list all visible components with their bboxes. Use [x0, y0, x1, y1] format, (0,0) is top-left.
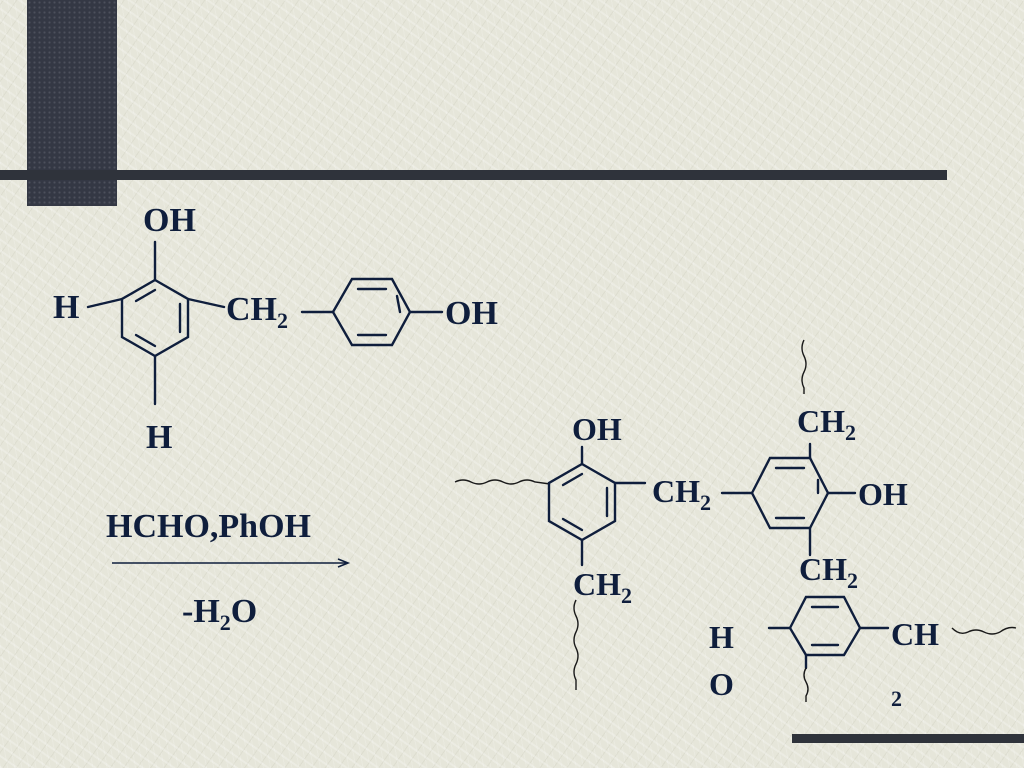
product-ch-top: CH2 — [797, 403, 856, 445]
reactant-oh-top: OH — [143, 202, 196, 239]
product-ring-bottom — [767, 595, 1017, 702]
product-ch-lower-right: CH2 — [799, 551, 858, 593]
reaction-arrow — [112, 558, 351, 568]
reactant-h-bottom: H — [146, 419, 172, 456]
byproduct-label: -H2O — [182, 593, 257, 635]
reagents-label: HCHO,PhOH — [106, 508, 311, 545]
product-oh-right: OH — [858, 476, 908, 512]
product-ch-end-sub: 2 — [891, 686, 902, 711]
product-ring-left — [454, 445, 647, 690]
product-oh-left: OH — [572, 411, 622, 447]
reactant-h-left: H — [53, 289, 79, 326]
reactant-ring-right — [300, 277, 444, 347]
product-ring-right — [720, 339, 857, 557]
product-ch-lower-left: CH2 — [573, 566, 632, 608]
reactant-ch-label: CH2 — [226, 291, 288, 333]
bottom-rule — [792, 734, 1024, 743]
top-rule — [0, 170, 947, 180]
product-ch-end: CH — [891, 616, 939, 652]
product-ho-h: H — [709, 619, 734, 655]
product-ch-mid: CH2 — [652, 473, 711, 515]
reactant-oh-right: OH — [445, 295, 498, 332]
product-ho-o: O — [709, 666, 734, 702]
reactant-ring-left — [86, 240, 226, 406]
